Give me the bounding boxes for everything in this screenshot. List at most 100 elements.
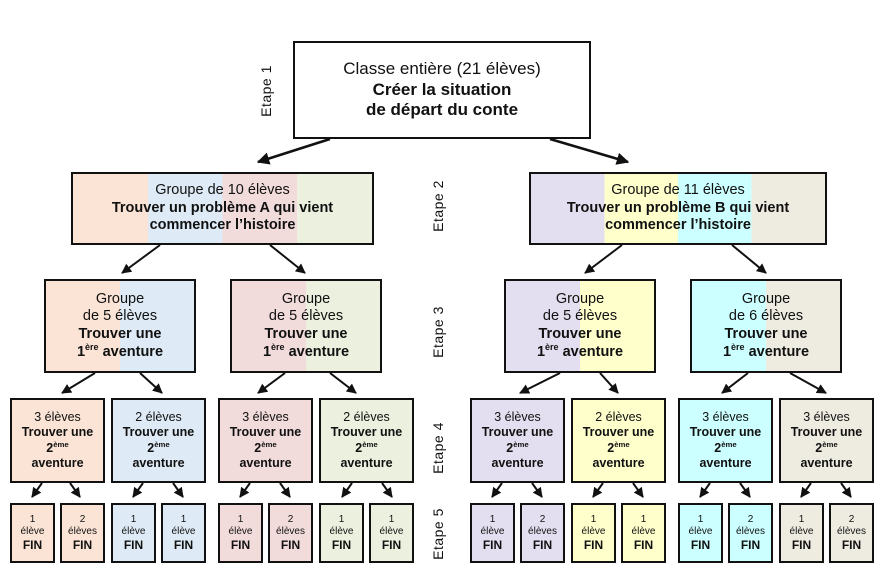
ordinal-suffix: ème <box>513 439 529 449</box>
end-label: FIN <box>123 537 144 552</box>
student-count: 2 <box>79 513 86 525</box>
stage-label-4: Etape 4 <box>430 422 446 474</box>
group-label-text: Groupe <box>555 290 605 307</box>
adventure-word: aventure <box>340 455 393 470</box>
end-label: FIN <box>633 537 654 552</box>
arrow-connector <box>69 482 81 498</box>
task-text: Trouver une <box>790 425 863 440</box>
task-text: Trouver une <box>330 425 403 440</box>
student-count: 1 <box>29 513 36 525</box>
student-label: élève <box>20 525 45 537</box>
adventure-word: aventure <box>98 343 164 360</box>
adventure-word: aventure <box>491 455 544 470</box>
ordinal-suffix: ème <box>261 439 277 449</box>
end-label: FIN <box>72 537 93 552</box>
group-size-text: 2 élèves <box>595 410 642 424</box>
student-label: élèves <box>68 525 97 537</box>
arrow-connector <box>239 482 251 498</box>
adventure-ordinal: 2ème <box>815 440 837 456</box>
arrow-connector <box>721 372 749 394</box>
stage-label-3: Etape 3 <box>430 306 446 358</box>
stage-label-2: Etape 2 <box>430 180 446 232</box>
ordinal-suffix: ère <box>271 341 285 352</box>
stage-label-5: Etape 5 <box>430 508 446 560</box>
task-text: Trouver une <box>78 326 162 342</box>
arrow-connector <box>139 372 163 394</box>
adventure-text: 1ère aventure <box>262 341 350 362</box>
root-line-3: de départ du conte <box>365 100 519 120</box>
group-box-level3-2: Groupe de 5 élèves Trouver une 1ère aven… <box>230 279 382 373</box>
student-label: élève <box>329 525 354 537</box>
student-count: 1 <box>180 513 187 525</box>
student-label: élève <box>789 525 814 537</box>
end-label: FIN <box>482 537 503 552</box>
group-size-text: 2 élèves <box>343 410 390 424</box>
adventure-word: aventure <box>284 343 350 360</box>
end-label: FIN <box>280 537 301 552</box>
adventure-ordinal: 2ème <box>355 439 378 456</box>
student-count: 1 <box>798 513 805 525</box>
group-size-text: de 5 élèves <box>542 308 618 325</box>
group-box-level4-1: 3 élèves Trouver une 2ème aventure <box>10 398 105 483</box>
adventure-word: aventure <box>699 455 752 470</box>
group-box-level3-3: Groupe de 5 élèves Trouver une 1ère aven… <box>504 279 656 373</box>
adventure-word: aventure <box>239 455 292 470</box>
adventure-number: 2 <box>355 440 363 455</box>
task-text: Trouver un problème B qui vient <box>566 199 790 216</box>
student-label: élèves <box>276 525 305 537</box>
ordinal-suffix: ème <box>362 439 378 449</box>
adventure-word: aventure <box>800 455 853 470</box>
student-label: élèves <box>837 525 866 537</box>
adventure-number: 1 <box>536 343 546 360</box>
end-label: FIN <box>22 537 43 552</box>
ordinal-suffix: ème <box>721 439 737 449</box>
adventure-number: 2 <box>506 440 514 455</box>
student-label: élève <box>631 525 656 537</box>
arrow-connector <box>31 482 43 498</box>
group-size-text: 3 élèves <box>803 410 850 424</box>
adventure-ordinal: 2ème <box>46 440 68 456</box>
ordinal-suffix: ère <box>731 341 745 352</box>
arrow-connector <box>329 372 357 394</box>
group-size-text: de 6 élèves <box>728 308 804 325</box>
group-box-level4-3: 3 élèves Trouver une 2ème aventure <box>218 398 313 483</box>
adventure-number: 1 <box>262 343 272 360</box>
student-count: 1 <box>590 513 597 525</box>
student-label: élèves <box>528 525 557 537</box>
group-box-level3-1: Groupe de 5 élèves Trouver une 1ère aven… <box>44 279 196 373</box>
end-label: FIN <box>532 537 553 552</box>
group-box-level4-8: 3 élèves Trouver une 2ème aventure <box>779 398 874 483</box>
end-label: FIN <box>173 537 194 552</box>
arrow-connector <box>381 482 393 498</box>
adventure-word: aventure <box>592 455 645 470</box>
group-box-level4-5: 3 élèves Trouver une 2ème aventure <box>470 398 565 483</box>
student-count: 1 <box>130 513 137 525</box>
task-text: Trouver une <box>724 326 808 342</box>
task-text: Trouver une <box>122 425 195 440</box>
group-size-text: 3 élèves <box>242 410 289 424</box>
task-text: commencer l’histoire <box>149 217 296 234</box>
arrow-connector <box>256 137 331 165</box>
adventure-ordinal: 2ème <box>607 440 629 456</box>
end-label: FIN <box>740 537 761 552</box>
adventure-text: 1ère aventure <box>77 342 164 362</box>
adventure-ordinal: 2ème <box>254 439 277 456</box>
end-label: FIN <box>841 537 862 552</box>
student-count: 2 <box>848 513 855 525</box>
arrow-connector <box>61 372 96 394</box>
group-box-level2-b: Groupe de 11 élèves Trouver un problème … <box>529 172 827 245</box>
student-count: 2 <box>747 513 754 525</box>
root-box: Classe entière (21 élèves) Créer la situ… <box>293 41 591 139</box>
root-line-1: Classe entière (21 élèves) <box>343 58 541 78</box>
group-size-text: 3 élèves <box>702 410 749 424</box>
student-count: 1 <box>489 513 496 525</box>
